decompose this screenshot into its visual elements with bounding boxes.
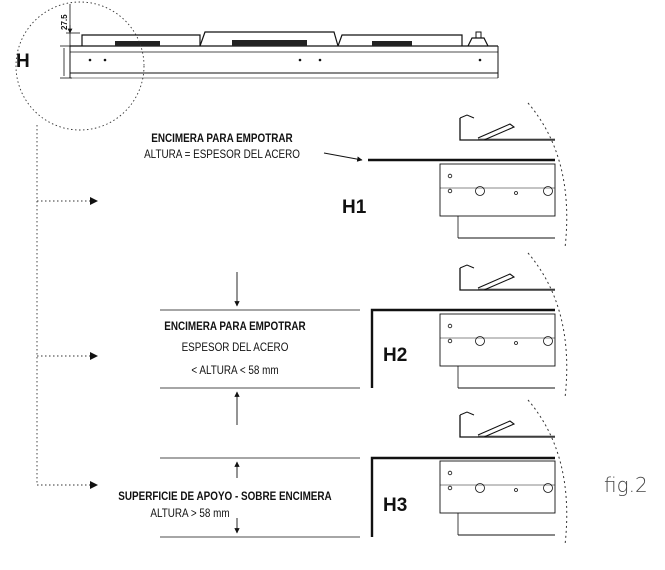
h3-height-note: ALTURA > 58 mm <box>150 508 230 520</box>
figure-label: fig.2 <box>604 473 648 497</box>
h1-title: ENCIMERA PARA EMPOTRAR <box>151 133 293 145</box>
h2-detail <box>160 252 568 425</box>
h2-height-note-2: < ALTURA < 58 mm <box>191 365 279 377</box>
h2-title: ENCIMERA PARA EMPOTRAR <box>164 321 306 333</box>
hob-side-view <box>15 1 499 131</box>
h1-height-note: ALTURA = ESPESOR DEL ACERO <box>144 149 300 161</box>
h3-detail <box>160 399 568 546</box>
h2-label: H2 <box>383 345 408 366</box>
dimension-27-5-label: 27.5 <box>60 14 69 30</box>
leader-lines <box>36 125 98 489</box>
h2-height-note-1: ESPESOR DEL ACERO <box>181 342 289 354</box>
h3-label: H3 <box>383 495 408 516</box>
h-dimension-label: H <box>16 51 30 72</box>
h1-detail <box>323 102 568 249</box>
h3-title: SUPERFICIE DE APOYO - SOBRE ENCIMERA <box>118 491 332 503</box>
h1-label: H1 <box>342 197 367 218</box>
